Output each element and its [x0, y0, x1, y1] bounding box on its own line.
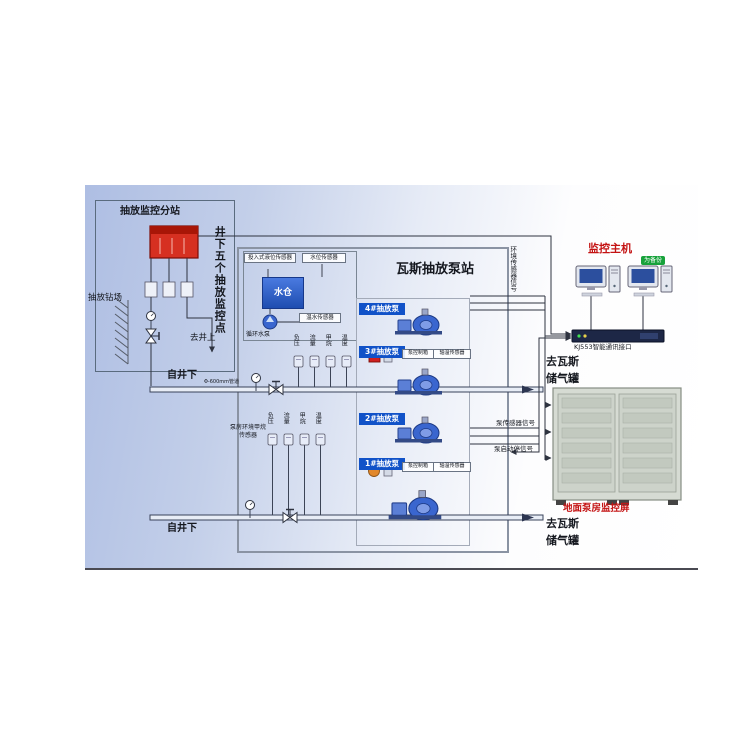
lower-sensor-label-2: 流量	[282, 412, 290, 424]
monitor-host-label: 监控主机	[588, 242, 632, 255]
pump-1-device-label-1: 泵控制箱	[402, 462, 434, 472]
gauge-icon	[146, 311, 156, 330]
level-sensor-label: 投入式液位传感器	[244, 253, 296, 264]
water-level-sensor-label: 水位传感器	[302, 253, 346, 264]
pump-3-chip: 3#抽放泵	[359, 346, 405, 358]
hatched-wall	[114, 297, 129, 365]
pump-2-chip: 2#抽放泵	[359, 413, 405, 425]
valve-icon	[145, 328, 160, 344]
substation-controller	[149, 225, 199, 259]
pump-1-icon	[388, 490, 442, 521]
pump-3-icon	[394, 368, 443, 396]
upper-pipe-to-line1: 去瓦斯	[546, 355, 579, 368]
sensor-group-upper	[251, 355, 352, 396]
backup-badge: 为备份	[641, 256, 666, 266]
substation-side-label: 井下五个抽放监控点	[213, 226, 227, 334]
circulating-pump-label: 循环水泵	[246, 331, 271, 338]
comm-interface-device	[571, 329, 665, 343]
env-signal-label: 环境传感器信号	[508, 246, 517, 292]
upper-pipe-from-label: 自井下	[167, 370, 197, 381]
lower-pipe-to-label: 去瓦斯 储气罐	[546, 515, 579, 549]
pipe-lower	[149, 513, 544, 522]
lower-pipe-from-label: 自井下	[167, 523, 197, 534]
pump-1-chip: 1#抽放泵	[359, 458, 405, 470]
drill-site-label: 抽放钻场	[88, 293, 123, 303]
upper-sensor-label-4: 温度	[340, 334, 348, 346]
lower-pipe-to-line1: 去瓦斯	[546, 517, 579, 530]
pump-1-device-label-2: 轴温传感器	[433, 462, 471, 472]
start-stop-signal-label: 泵启动停信号	[494, 445, 533, 453]
pump-3-device-label-2: 轴温传感器	[433, 349, 471, 359]
env-methane-sensor-label: 泵房环境甲烷传感器	[230, 424, 267, 439]
water-sump-tank: 水仓	[262, 277, 304, 309]
lower-sensor-label-3: 甲烷	[298, 412, 306, 424]
comm-interface-label: KJ553智能通讯接口	[574, 343, 632, 351]
pipe-size-label: Φ-600mm管道	[204, 379, 240, 385]
circulating-pump-icon	[262, 314, 278, 330]
pump-list-box	[356, 298, 470, 546]
warm-water-sensor-label: 温水传感器	[299, 313, 341, 324]
lower-sensor-label-1: 负压	[266, 412, 274, 424]
upper-sensor-label-3: 甲烷	[324, 334, 332, 346]
upper-pipe-to-label: 去瓦斯 储气罐	[546, 353, 579, 387]
upper-sensor-label-1: 负压	[292, 334, 300, 346]
pump-3-device-label-1: 泵控制箱	[402, 349, 434, 359]
water-sump-box	[243, 251, 357, 341]
station-title: 瓦斯抽放泵站	[396, 262, 475, 277]
sensor-group-lower	[245, 433, 326, 524]
pump-station-box	[237, 247, 509, 553]
backup-computer	[627, 265, 673, 297]
upper-sensor-label-2: 流量	[308, 334, 316, 346]
pump-signal-label: 泵传感器信号	[496, 419, 535, 427]
upper-pipe-to-line2: 储气罐	[546, 372, 579, 386]
monitoring-cabinet	[552, 387, 682, 505]
cabinet-label: 地面泵房监控屏	[563, 503, 630, 514]
to-surface-label: 去井上	[190, 333, 216, 343]
substation-title: 抽放监控分站	[120, 206, 180, 217]
lower-sensor-label-4: 温度	[314, 412, 322, 424]
lower-pipe-to-line2: 储气罐	[546, 534, 579, 548]
pump-4-chip: 4#抽放泵	[359, 303, 405, 315]
monitor-host-computer	[575, 265, 621, 297]
substation-box	[95, 200, 235, 372]
signal-wires	[198, 235, 644, 461]
substation-sensors	[144, 258, 194, 298]
